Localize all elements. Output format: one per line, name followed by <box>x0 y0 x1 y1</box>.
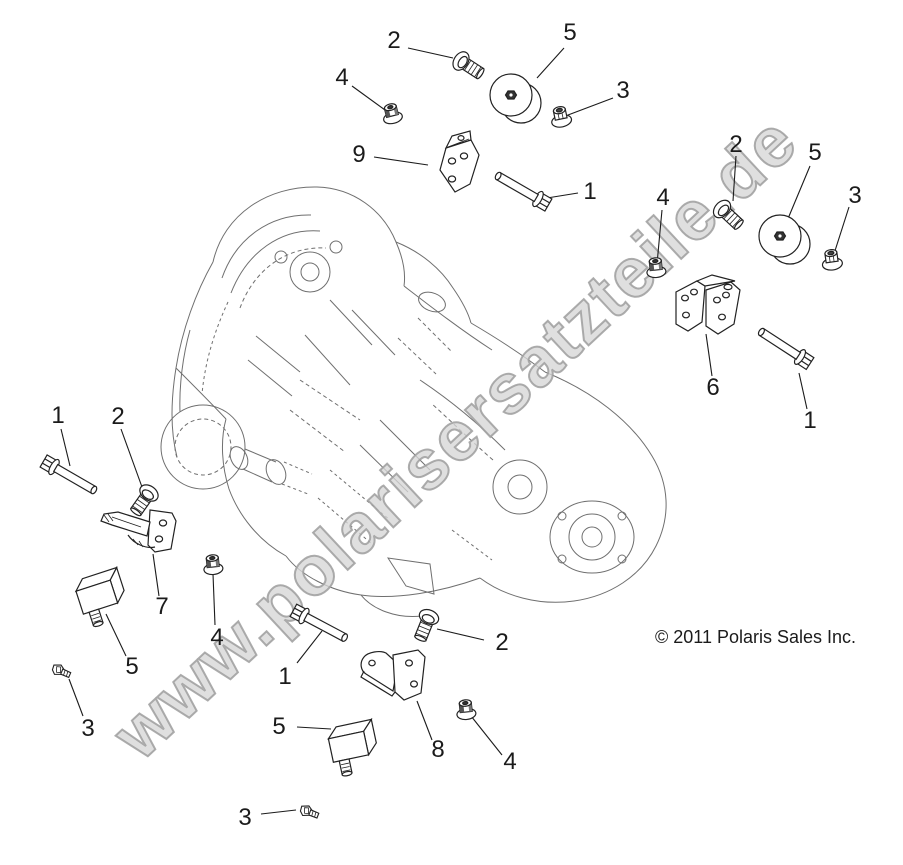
part-2-button-screw-right <box>709 196 748 234</box>
callout-5-left: 5 <box>125 653 139 680</box>
part-4-flange-nut-left <box>201 553 225 577</box>
part-4-flange-nut-right <box>644 256 668 280</box>
callout-3-left: 3 <box>81 715 95 742</box>
callout-1-bottom: 1 <box>278 663 292 690</box>
part-3-flange-nut-top <box>548 104 574 130</box>
callout-1-top: 1 <box>583 178 597 205</box>
part-1-flange-bolt-bottom <box>288 602 352 647</box>
callout-4-right: 4 <box>656 184 670 211</box>
callout-3-right: 3 <box>848 182 862 209</box>
part-4-flange-nut-bottom <box>454 698 478 722</box>
callout-2-top: 2 <box>387 27 401 54</box>
part-3-small-screw-left <box>51 662 73 679</box>
callout-3-top: 3 <box>616 77 630 104</box>
part-5-rect-mount-bottom <box>325 718 383 779</box>
part-9-bracket-top <box>439 130 480 193</box>
callout-1-right: 1 <box>803 407 817 434</box>
callout-3-bottom: 3 <box>238 804 252 831</box>
part-4-flange-nut-top <box>379 101 405 127</box>
copyright-notice: © 2011 Polaris Sales Inc. <box>655 627 857 647</box>
part-7-bracket-left <box>100 509 177 553</box>
part-5-round-mount-top <box>489 73 542 124</box>
callout-5-top: 5 <box>563 19 577 46</box>
leader-lines <box>60 47 850 815</box>
part-6-bracket-right <box>675 274 741 335</box>
callout-2-left: 2 <box>111 403 125 430</box>
callout-1-left: 1 <box>51 402 65 429</box>
callout-5-right: 5 <box>808 139 822 166</box>
part-5-round-mount-right <box>758 214 811 265</box>
part-8-bracket-bottom <box>360 649 426 701</box>
callout-2-right: 2 <box>729 131 743 158</box>
part-1-flange-bolt-left <box>38 453 101 500</box>
engine-assembly-sketch <box>160 186 667 618</box>
callout-5-bottom: 5 <box>272 713 286 740</box>
callout-6-right: 6 <box>706 374 720 401</box>
part-3-small-screw-bottom <box>299 804 321 819</box>
part-1-flange-bolt-top <box>491 166 554 213</box>
callout-4-left: 4 <box>210 624 224 651</box>
part-3-flange-nut-right <box>819 247 844 272</box>
callout-4-bottom: 4 <box>503 748 517 775</box>
callout-2-bottom: 2 <box>495 629 509 656</box>
part-1-flange-bolt-right <box>754 322 816 372</box>
callout-8-bottom: 8 <box>431 736 445 763</box>
callout-4-top: 4 <box>335 64 349 91</box>
part-2-button-screw-bottom <box>409 606 442 645</box>
part-2-button-screw-top <box>449 48 489 84</box>
part-5-rect-mount-left <box>72 566 133 630</box>
callout-7-left: 7 <box>155 593 169 620</box>
callout-9-top: 9 <box>352 141 366 168</box>
